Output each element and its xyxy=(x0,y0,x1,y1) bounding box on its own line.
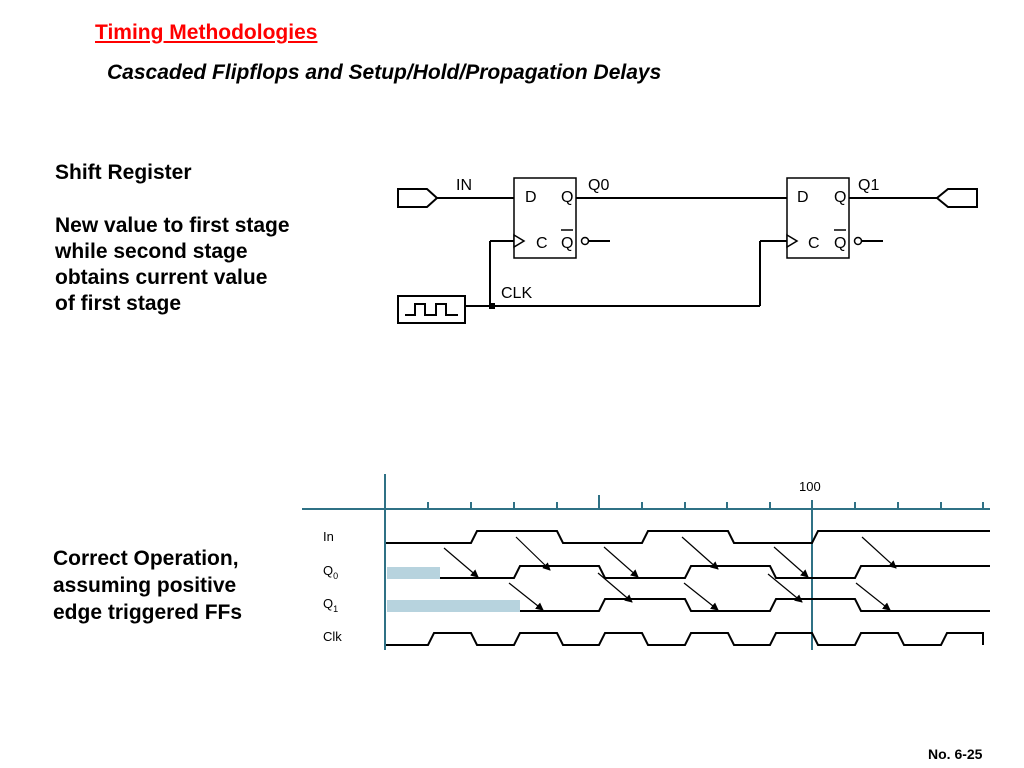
description-line: while second stage xyxy=(55,240,248,263)
causality-arrow xyxy=(508,582,544,611)
clock-symbol xyxy=(405,303,458,316)
ff1-d-label: D xyxy=(525,189,537,206)
in-label: IN xyxy=(456,177,472,194)
clock-triangle-ff1 xyxy=(513,233,526,249)
clk-label: CLK xyxy=(501,285,532,302)
causality-arrow xyxy=(515,536,551,571)
waveform-q0 xyxy=(440,565,990,579)
signal-label-q0: Q0 xyxy=(323,563,338,581)
flipflop-1 xyxy=(513,177,577,259)
signal-label-q1: Q1 xyxy=(323,596,338,614)
description-text: New value to first stage while second st… xyxy=(55,213,290,317)
clock-triangle-ff2 xyxy=(786,233,799,249)
description-line: New value to first stage xyxy=(55,214,290,237)
note-line: assuming positive xyxy=(53,574,237,597)
clock-source xyxy=(397,295,466,324)
causality-arrow xyxy=(681,536,719,570)
causality-arrow xyxy=(603,546,639,578)
ff2-qbar-label: Q xyxy=(834,235,846,252)
ff2-c-label: C xyxy=(808,235,820,252)
q1-undefined-region xyxy=(387,600,520,612)
qbar-bubble-ff1 xyxy=(580,236,590,246)
causality-arrow xyxy=(855,582,891,611)
causality-arrow xyxy=(443,547,479,578)
causality-arrow xyxy=(861,536,897,569)
causality-arrow xyxy=(683,582,719,611)
description-line: of first stage xyxy=(55,292,182,315)
signal-label-in: In xyxy=(323,529,334,544)
ff2-d-label: D xyxy=(797,189,809,206)
waveform-clk xyxy=(386,632,984,646)
output-port xyxy=(935,188,978,208)
qbar-bubble-ff2 xyxy=(853,236,863,246)
ff2-q-label: Q xyxy=(834,189,846,206)
q1-label: Q1 xyxy=(858,177,879,194)
marker-100-label: 100 xyxy=(799,479,821,494)
waveform-q1 xyxy=(520,598,990,612)
causality-arrow xyxy=(597,572,633,603)
description-line: obtains current value xyxy=(55,266,268,289)
signal-label-clk: Clk xyxy=(323,629,342,644)
input-port xyxy=(397,188,439,208)
page-number: No. 6-25 xyxy=(928,746,983,762)
q0-undefined-region xyxy=(387,567,440,579)
ff1-c-label: C xyxy=(536,235,548,252)
causality-arrow xyxy=(767,573,803,603)
clk-junction xyxy=(489,303,495,309)
note-line: Correct Operation, xyxy=(53,547,239,570)
timing-note: Correct Operation, assuming positive edg… xyxy=(53,545,242,626)
waveform-in xyxy=(386,530,990,544)
ff1-q-label: Q xyxy=(561,189,573,206)
flipflop-2 xyxy=(786,177,850,259)
causality-arrow xyxy=(773,546,809,578)
ff1-qbar-label: Q xyxy=(561,235,573,252)
section-heading: Shift Register xyxy=(55,161,192,184)
note-line: edge triggered FFs xyxy=(53,601,243,624)
slide-subtitle: Cascaded Flipflops and Setup/Hold/Propag… xyxy=(107,61,662,84)
q0-label: Q0 xyxy=(588,177,609,194)
slide-title: Timing Methodologies xyxy=(95,21,318,44)
